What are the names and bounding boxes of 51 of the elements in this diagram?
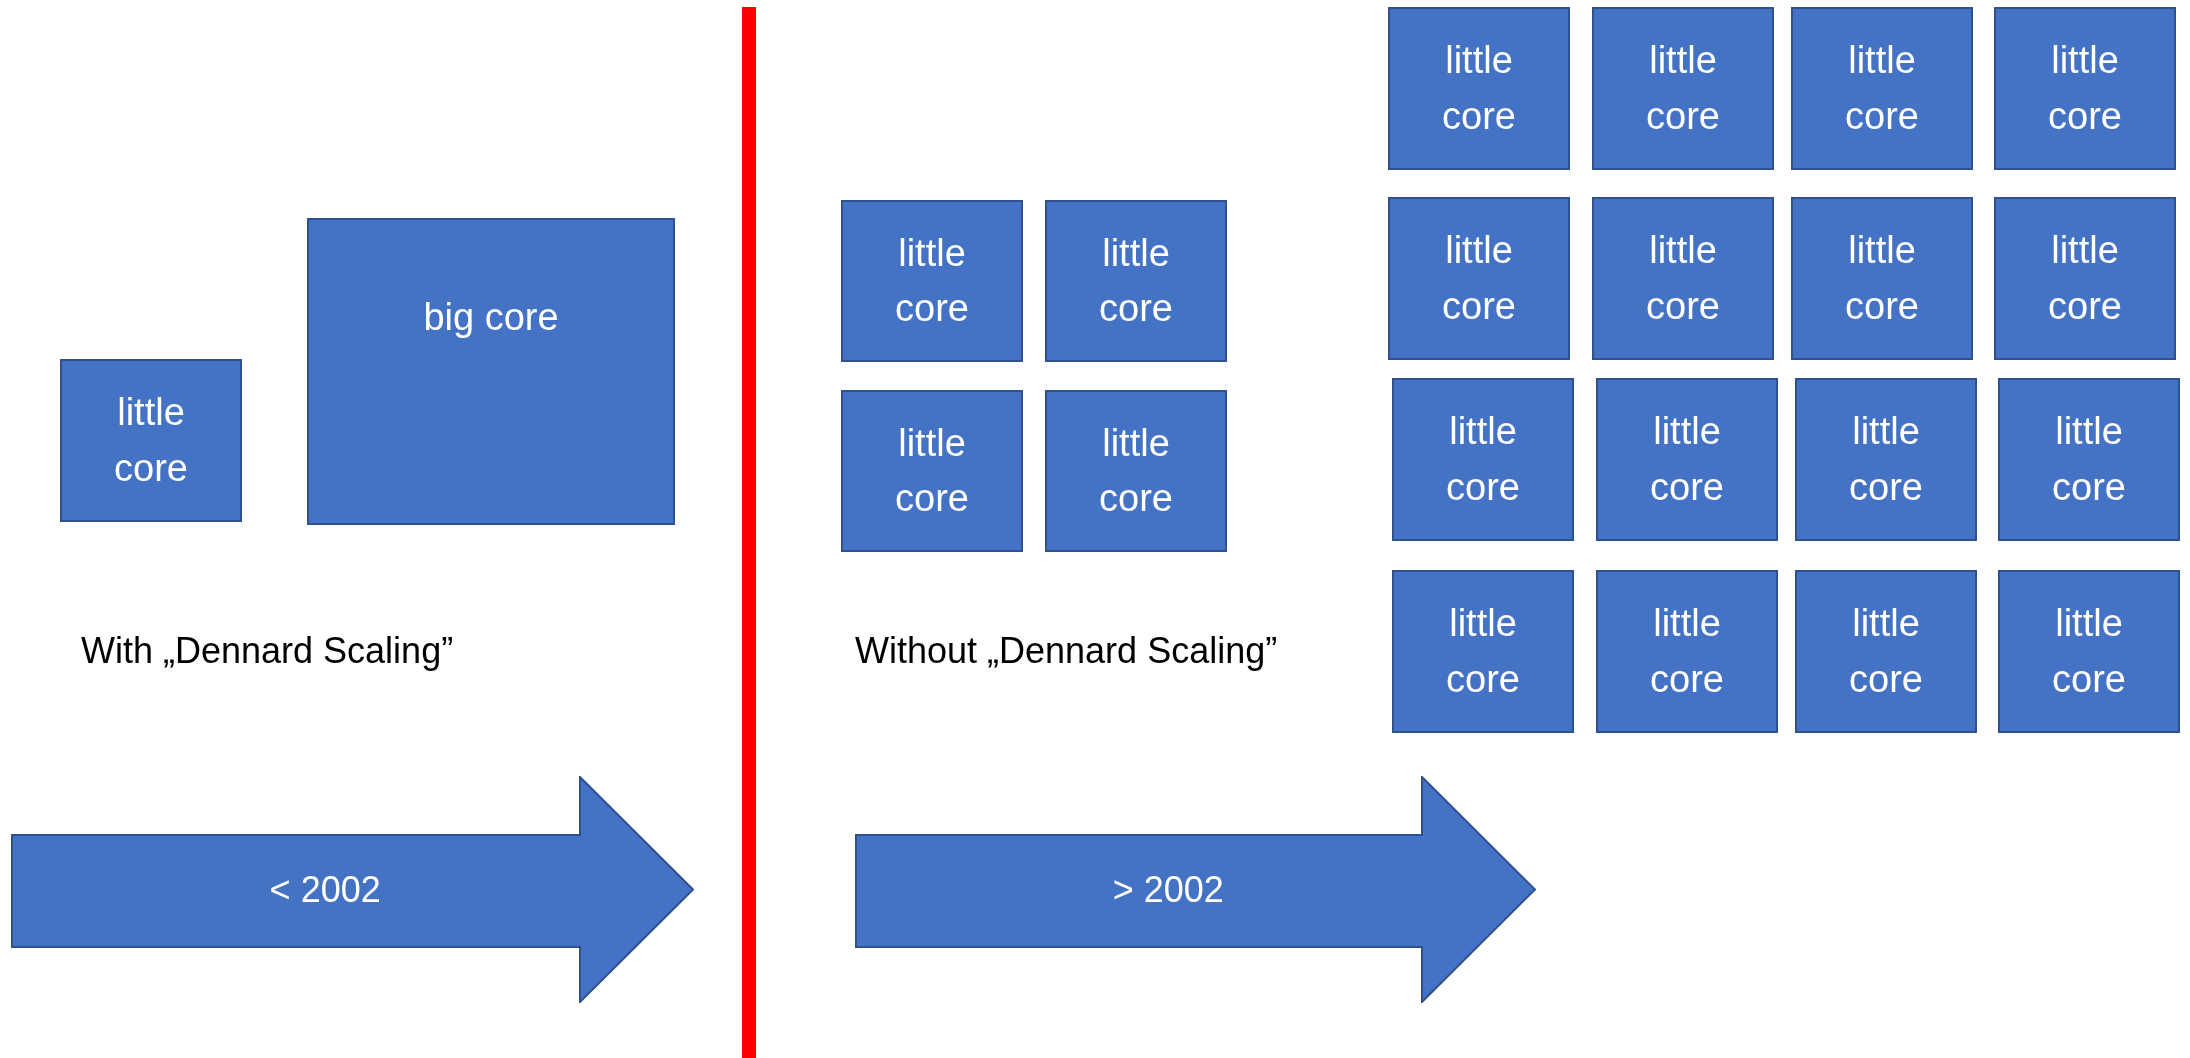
core-box <box>1592 197 1774 360</box>
block-arrow <box>855 776 1536 1003</box>
core-box <box>1596 570 1778 733</box>
core-label: little core <box>1844 228 1920 329</box>
core-label: little core <box>2047 38 2123 139</box>
core-label: little core <box>113 390 189 491</box>
core-box <box>1388 197 1570 360</box>
arrow-label: > 2002 <box>1112 868 1224 911</box>
core-box <box>1795 378 1977 541</box>
core-label: little core <box>1645 228 1721 329</box>
core-label: little core <box>1445 601 1521 702</box>
core-label: little core <box>2051 601 2127 702</box>
core-box <box>1998 378 2180 541</box>
core-label: little core <box>1844 38 1920 139</box>
core-box <box>1592 7 1774 170</box>
caption-text: Without „Dennard Scaling” <box>855 630 1278 672</box>
core-box <box>1392 570 1574 733</box>
core-label: little core <box>1848 601 1924 702</box>
core-label: little core <box>1445 409 1521 510</box>
core-label: little core <box>1098 420 1174 521</box>
core-box <box>1596 378 1778 541</box>
core-label: little core <box>1441 38 1517 139</box>
block-arrow <box>11 776 694 1003</box>
core-label: little core <box>1441 228 1517 329</box>
core-box <box>307 218 675 525</box>
core-box <box>1791 7 1973 170</box>
core-box <box>1392 378 1574 541</box>
core-label: little core <box>2051 409 2127 510</box>
caption-text: With „Dennard Scaling” <box>81 630 454 672</box>
arrow-label: < 2002 <box>269 868 381 911</box>
core-box <box>1791 197 1973 360</box>
core-box <box>1998 570 2180 733</box>
core-box <box>841 200 1023 362</box>
core-box <box>1994 7 2176 170</box>
core-box <box>1994 197 2176 360</box>
divider-bar <box>742 7 756 1058</box>
core-label: little core <box>1645 38 1721 139</box>
core-label: little core <box>894 230 970 331</box>
core-box <box>1045 390 1227 552</box>
core-box <box>60 359 242 522</box>
core-label: little core <box>894 420 970 521</box>
core-box <box>841 390 1023 552</box>
core-label: little core <box>1649 601 1725 702</box>
core-box <box>1388 7 1570 170</box>
core-label: little core <box>1848 409 1924 510</box>
core-label: little core <box>1098 230 1174 331</box>
core-label: little core <box>1649 409 1725 510</box>
core-label: little core <box>2047 228 2123 329</box>
core-box <box>1795 570 1977 733</box>
core-label: big core <box>423 295 559 340</box>
core-box <box>1045 200 1227 362</box>
